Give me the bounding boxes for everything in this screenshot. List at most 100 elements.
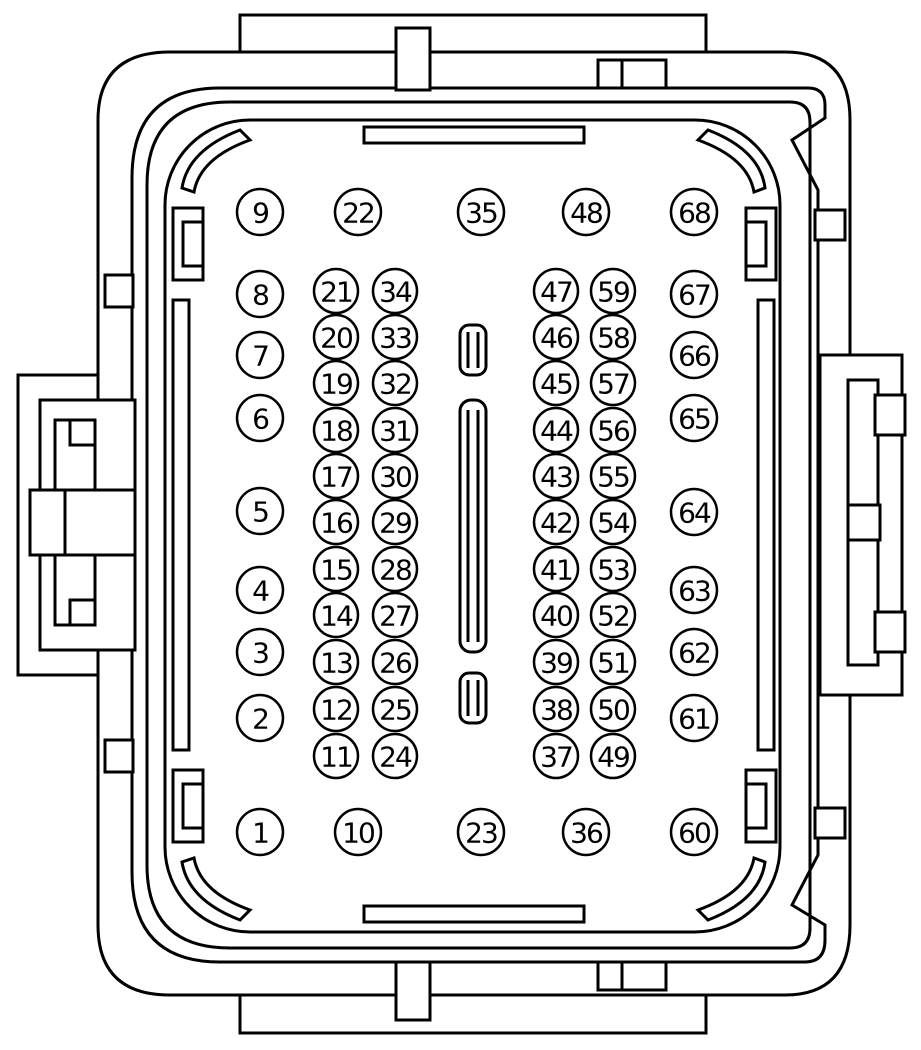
pin-circle[interactable] xyxy=(532,359,580,407)
pin-43[interactable]: 43 xyxy=(532,452,580,500)
pin-11[interactable]: 11 xyxy=(312,732,360,780)
pin-circle[interactable] xyxy=(235,693,285,743)
pin-circle[interactable] xyxy=(312,591,360,639)
pin-circle[interactable] xyxy=(456,187,506,237)
pin-circle[interactable] xyxy=(532,452,580,500)
pin-14[interactable]: 14 xyxy=(312,591,360,639)
pin-circle[interactable] xyxy=(312,452,360,500)
pin-circle[interactable] xyxy=(589,452,637,500)
pin-49[interactable]: 49 xyxy=(589,732,637,780)
pin-28[interactable]: 28 xyxy=(371,545,419,593)
pin-30[interactable]: 30 xyxy=(371,452,419,500)
pin-circle[interactable] xyxy=(456,807,506,857)
pin-circle[interactable] xyxy=(532,638,580,686)
pin-42[interactable]: 42 xyxy=(532,498,580,546)
pin-circle[interactable] xyxy=(235,269,285,319)
pin-48[interactable]: 48 xyxy=(561,187,611,237)
pin-10[interactable]: 10 xyxy=(333,807,383,857)
pin-18[interactable]: 18 xyxy=(312,406,360,454)
pin-24[interactable]: 24 xyxy=(371,732,419,780)
pin-circle[interactable] xyxy=(371,638,419,686)
pin-circle[interactable] xyxy=(532,732,580,780)
pin-56[interactable]: 56 xyxy=(589,406,637,454)
pin-circle[interactable] xyxy=(669,393,719,443)
pin-27[interactable]: 27 xyxy=(371,591,419,639)
pin-2[interactable]: 2 xyxy=(235,693,285,743)
pin-38[interactable]: 38 xyxy=(532,685,580,733)
pin-52[interactable]: 52 xyxy=(589,591,637,639)
pin-64-highlighted[interactable]: 64 xyxy=(669,487,719,537)
pin-circle[interactable] xyxy=(669,627,719,677)
pin-circle[interactable] xyxy=(589,732,637,780)
pin-circle[interactable] xyxy=(589,591,637,639)
pin-circle[interactable] xyxy=(532,545,580,593)
pin-circle[interactable] xyxy=(532,591,580,639)
pin-circle[interactable] xyxy=(312,732,360,780)
pin-circle[interactable] xyxy=(312,685,360,733)
pin-circle[interactable] xyxy=(589,313,637,361)
pin-circle[interactable] xyxy=(589,545,637,593)
pin-21[interactable]: 21 xyxy=(312,267,360,315)
pin-circle[interactable] xyxy=(589,406,637,454)
pin-circle[interactable] xyxy=(561,807,611,857)
pin-circle[interactable] xyxy=(669,187,719,237)
pin-6[interactable]: 6 xyxy=(235,393,285,443)
pin-circle[interactable] xyxy=(312,406,360,454)
pin-54[interactable]: 54 xyxy=(589,498,637,546)
pin-20[interactable]: 20 xyxy=(312,313,360,361)
pin-36[interactable]: 36 xyxy=(561,807,611,857)
pin-circle[interactable] xyxy=(532,406,580,454)
pin-circle[interactable] xyxy=(669,807,719,857)
pin-51[interactable]: 51 xyxy=(589,638,637,686)
pin-circle[interactable] xyxy=(371,732,419,780)
pin-9[interactable]: 9 xyxy=(235,187,285,237)
pin-63[interactable]: 63 xyxy=(669,565,719,615)
pin-35[interactable]: 35 xyxy=(456,187,506,237)
pin-circle[interactable] xyxy=(371,591,419,639)
pin-15[interactable]: 15 xyxy=(312,545,360,593)
pin-66[interactable]: 66 xyxy=(669,330,719,380)
pin-39[interactable]: 39 xyxy=(532,638,580,686)
pin-circle[interactable] xyxy=(333,807,383,857)
pin-23[interactable]: 23 xyxy=(456,807,506,857)
pin-67[interactable]: 67 xyxy=(669,269,719,319)
pin-59[interactable]: 59 xyxy=(589,267,637,315)
pin-55[interactable]: 55 xyxy=(589,452,637,500)
pin-circle[interactable] xyxy=(589,359,637,407)
pin-58[interactable]: 58 xyxy=(589,313,637,361)
pin-7[interactable]: 7 xyxy=(235,330,285,380)
pin-circle[interactable] xyxy=(312,638,360,686)
pin-62[interactable]: 62 xyxy=(669,627,719,677)
pin-circle[interactable] xyxy=(235,807,285,857)
pin-circle[interactable] xyxy=(669,693,719,743)
pin-circle[interactable] xyxy=(371,267,419,315)
pin-37[interactable]: 37 xyxy=(532,732,580,780)
pin-circle[interactable] xyxy=(371,452,419,500)
pin-16[interactable]: 16 xyxy=(312,498,360,546)
pin-circle[interactable] xyxy=(589,685,637,733)
pin-60[interactable]: 60 xyxy=(669,807,719,857)
pin-circle[interactable] xyxy=(235,393,285,443)
pin-45[interactable]: 45 xyxy=(532,359,580,407)
pin-50[interactable]: 50 xyxy=(589,685,637,733)
pin-circle[interactable] xyxy=(312,359,360,407)
pin-circle[interactable] xyxy=(561,187,611,237)
pin-4[interactable]: 4 xyxy=(235,565,285,615)
pin-circle[interactable] xyxy=(371,313,419,361)
pin-circle[interactable] xyxy=(669,565,719,615)
pin-circle[interactable] xyxy=(669,487,719,537)
pin-circle[interactable] xyxy=(532,267,580,315)
pin-25[interactable]: 25 xyxy=(371,685,419,733)
pin-circle[interactable] xyxy=(312,498,360,546)
pin-circle[interactable] xyxy=(532,313,580,361)
pin-22[interactable]: 22 xyxy=(333,187,383,237)
pin-circle[interactable] xyxy=(371,359,419,407)
pin-34[interactable]: 34 xyxy=(371,267,419,315)
pin-40[interactable]: 40 xyxy=(532,591,580,639)
pin-circle[interactable] xyxy=(669,330,719,380)
pin-circle[interactable] xyxy=(532,498,580,546)
pin-46[interactable]: 46 xyxy=(532,313,580,361)
pin-26[interactable]: 26 xyxy=(371,638,419,686)
pin-circle[interactable] xyxy=(371,545,419,593)
pin-circle[interactable] xyxy=(371,498,419,546)
